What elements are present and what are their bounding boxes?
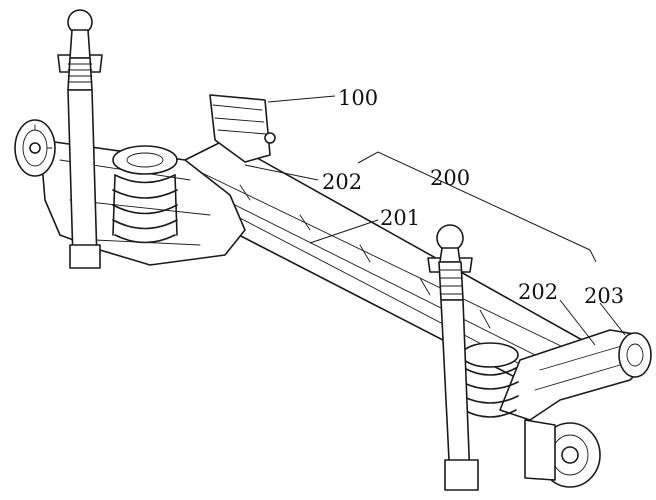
left-wheel-hub (14, 119, 56, 177)
label-100: 100 (338, 86, 379, 110)
body-mount-bracket (209, 94, 276, 163)
right-trailing-arm (499, 329, 652, 421)
label-200: 200 (430, 166, 471, 190)
leader-lines (244, 95, 626, 346)
right-shock-absorber (427, 224, 479, 491)
cross-beam (184, 139, 601, 391)
label-201: 201 (380, 206, 421, 230)
label-202-upper: 202 (322, 170, 363, 194)
label-202-lower: 202 (518, 280, 559, 304)
label-203: 203 (584, 284, 625, 308)
right-wheel-hub (524, 419, 601, 488)
left-shock-absorber (57, 9, 103, 269)
left-coil-spring (112, 145, 178, 244)
